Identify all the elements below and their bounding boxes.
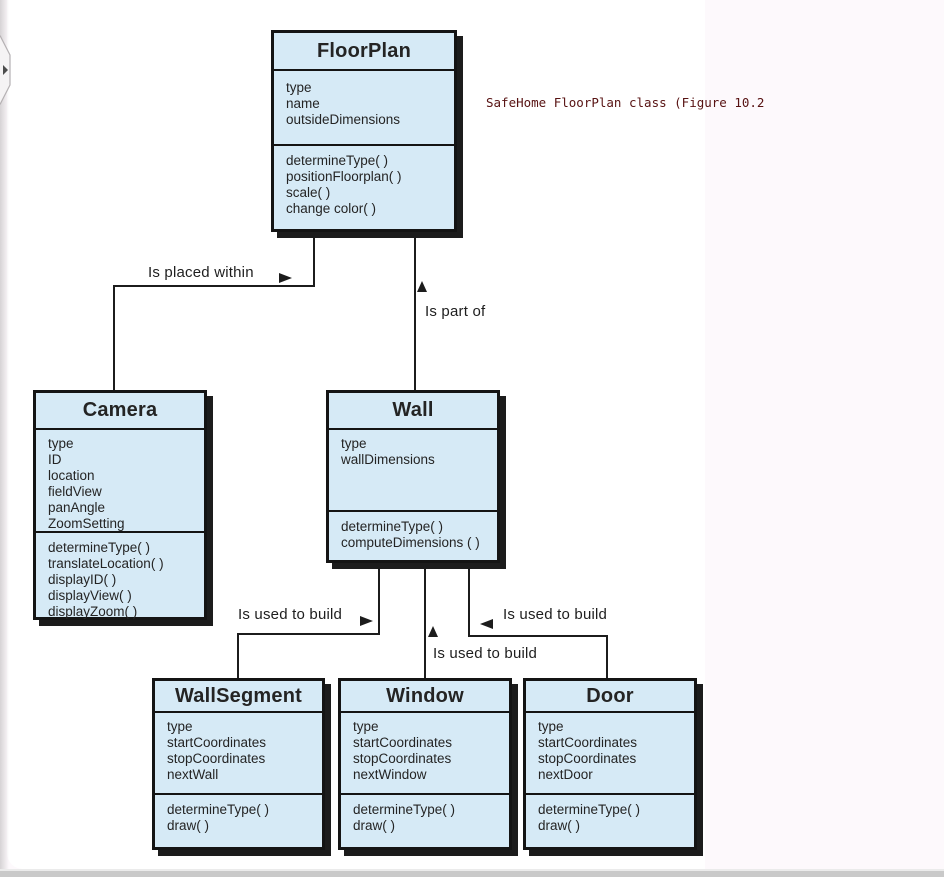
method: determineType( ) [167, 802, 270, 817]
connector-wall-wallsegment [237, 633, 380, 635]
class-title: Wall [329, 393, 497, 430]
class-methods: determineType( ) computeDimensions ( ) [329, 512, 497, 551]
connector-wall-door [468, 561, 470, 637]
relationship-label-is-used-to-build-wallsegment: Is used to build [238, 606, 343, 623]
method: determineType( ) [341, 519, 444, 534]
attribute: type [341, 436, 367, 451]
connector-wall-door [606, 635, 608, 678]
class-box-window: Window type startCoordinates stopCoordin… [338, 678, 512, 850]
up-arrowhead-icon [417, 281, 427, 292]
relationship-label-is-part-of: Is part of [425, 303, 486, 320]
method: positionFloorplan( ) [286, 169, 402, 184]
class-box-wall: Wall type wallDimensions determineType( … [326, 390, 500, 563]
class-methods: determineType( ) draw( ) [526, 795, 694, 834]
relationship-label-is-used-to-build-door: Is used to build [503, 606, 608, 623]
attribute: type [353, 719, 379, 734]
class-title: Window [341, 681, 509, 713]
class-title: FloorPlan [274, 33, 454, 71]
method: displayID( ) [48, 572, 117, 587]
connector-wall-window [424, 561, 426, 678]
left-arrowhead-icon [480, 619, 493, 629]
attribute: panAngle [48, 500, 106, 515]
attribute: location [48, 468, 95, 483]
class-box-camera: Camera type ID location fieldView panAng… [33, 390, 207, 620]
attribute: outsideDimensions [286, 112, 401, 127]
method: draw( ) [538, 818, 581, 833]
attribute: type [48, 436, 74, 451]
page-left-edge-shadow [0, 0, 9, 869]
method: determineType( ) [286, 153, 389, 168]
class-attributes: type name outsideDimensions [274, 71, 454, 146]
attribute: ZoomSetting [48, 516, 125, 531]
class-box-floorplan: FloorPlan type name outsideDimensions de… [271, 30, 457, 232]
attribute: nextWindow [353, 767, 427, 782]
attribute: stopCoordinates [353, 751, 452, 766]
method: computeDimensions ( ) [341, 535, 480, 550]
attribute: type [286, 80, 312, 95]
connector-floorplan-camera [113, 285, 115, 390]
right-arrowhead-icon [360, 616, 373, 626]
class-methods: determineType( ) translateLocation( ) di… [36, 533, 204, 620]
attribute: name [286, 96, 320, 111]
right-arrowhead-icon [279, 273, 292, 283]
class-attributes: type startCoordinates stopCoordinates ne… [341, 713, 509, 795]
attribute: type [167, 719, 193, 734]
attribute: startCoordinates [353, 735, 453, 750]
class-methods: determineType( ) positionFloorplan( ) sc… [274, 146, 454, 217]
method: draw( ) [353, 818, 396, 833]
class-title: Camera [36, 393, 204, 430]
expand-right-arrow-icon [3, 65, 8, 75]
class-box-door: Door type startCoordinates stopCoordinat… [523, 678, 697, 850]
connector-wall-wallsegment [237, 633, 239, 678]
connector-floorplan-camera [313, 232, 315, 287]
method: change color( ) [286, 201, 377, 216]
sidebar-flyout-tab[interactable] [0, 35, 11, 110]
class-attributes: type wallDimensions [329, 430, 497, 512]
attribute: stopCoordinates [167, 751, 266, 766]
attribute: startCoordinates [167, 735, 267, 750]
method: determineType( ) [538, 802, 641, 817]
attribute: stopCoordinates [538, 751, 637, 766]
class-attributes: type startCoordinates stopCoordinates ne… [155, 713, 322, 795]
class-title: WallSegment [155, 681, 322, 713]
figure-caption: SafeHome FloorPlan class (Figure 10.2 [486, 95, 765, 110]
method: translateLocation( ) [48, 556, 164, 571]
up-arrowhead-icon [428, 626, 438, 637]
window-bottom-edge [0, 869, 944, 877]
method: determineType( ) [48, 540, 151, 555]
attribute: nextDoor [538, 767, 593, 782]
method: displayZoom( ) [48, 604, 138, 619]
method: scale( ) [286, 185, 331, 200]
method: draw( ) [167, 818, 210, 833]
relationship-label-is-used-to-build-window: Is used to build [433, 645, 538, 662]
attribute: type [538, 719, 564, 734]
class-title: Door [526, 681, 694, 713]
attribute: nextWall [167, 767, 219, 782]
relationship-label-is-placed-within: Is placed within [148, 264, 254, 281]
flyout-tab-shape [0, 35, 11, 105]
attribute: ID [48, 452, 62, 467]
attribute: startCoordinates [538, 735, 638, 750]
class-attributes: type ID location fieldView panAngle Zoom… [36, 430, 204, 533]
class-box-wallsegment: WallSegment type startCoordinates stopCo… [152, 678, 325, 850]
connector-wall-wallsegment [378, 561, 380, 635]
class-methods: determineType( ) draw( ) [155, 795, 322, 834]
attribute: wallDimensions [341, 452, 435, 467]
connector-floorplan-camera [113, 285, 315, 287]
attribute: fieldView [48, 484, 102, 499]
class-attributes: type startCoordinates stopCoordinates ne… [526, 713, 694, 795]
connector-wall-door [468, 635, 608, 637]
method: determineType( ) [353, 802, 456, 817]
class-methods: determineType( ) draw( ) [341, 795, 509, 834]
connector-wall-floorplan [414, 232, 416, 390]
method: displayView( ) [48, 588, 132, 603]
